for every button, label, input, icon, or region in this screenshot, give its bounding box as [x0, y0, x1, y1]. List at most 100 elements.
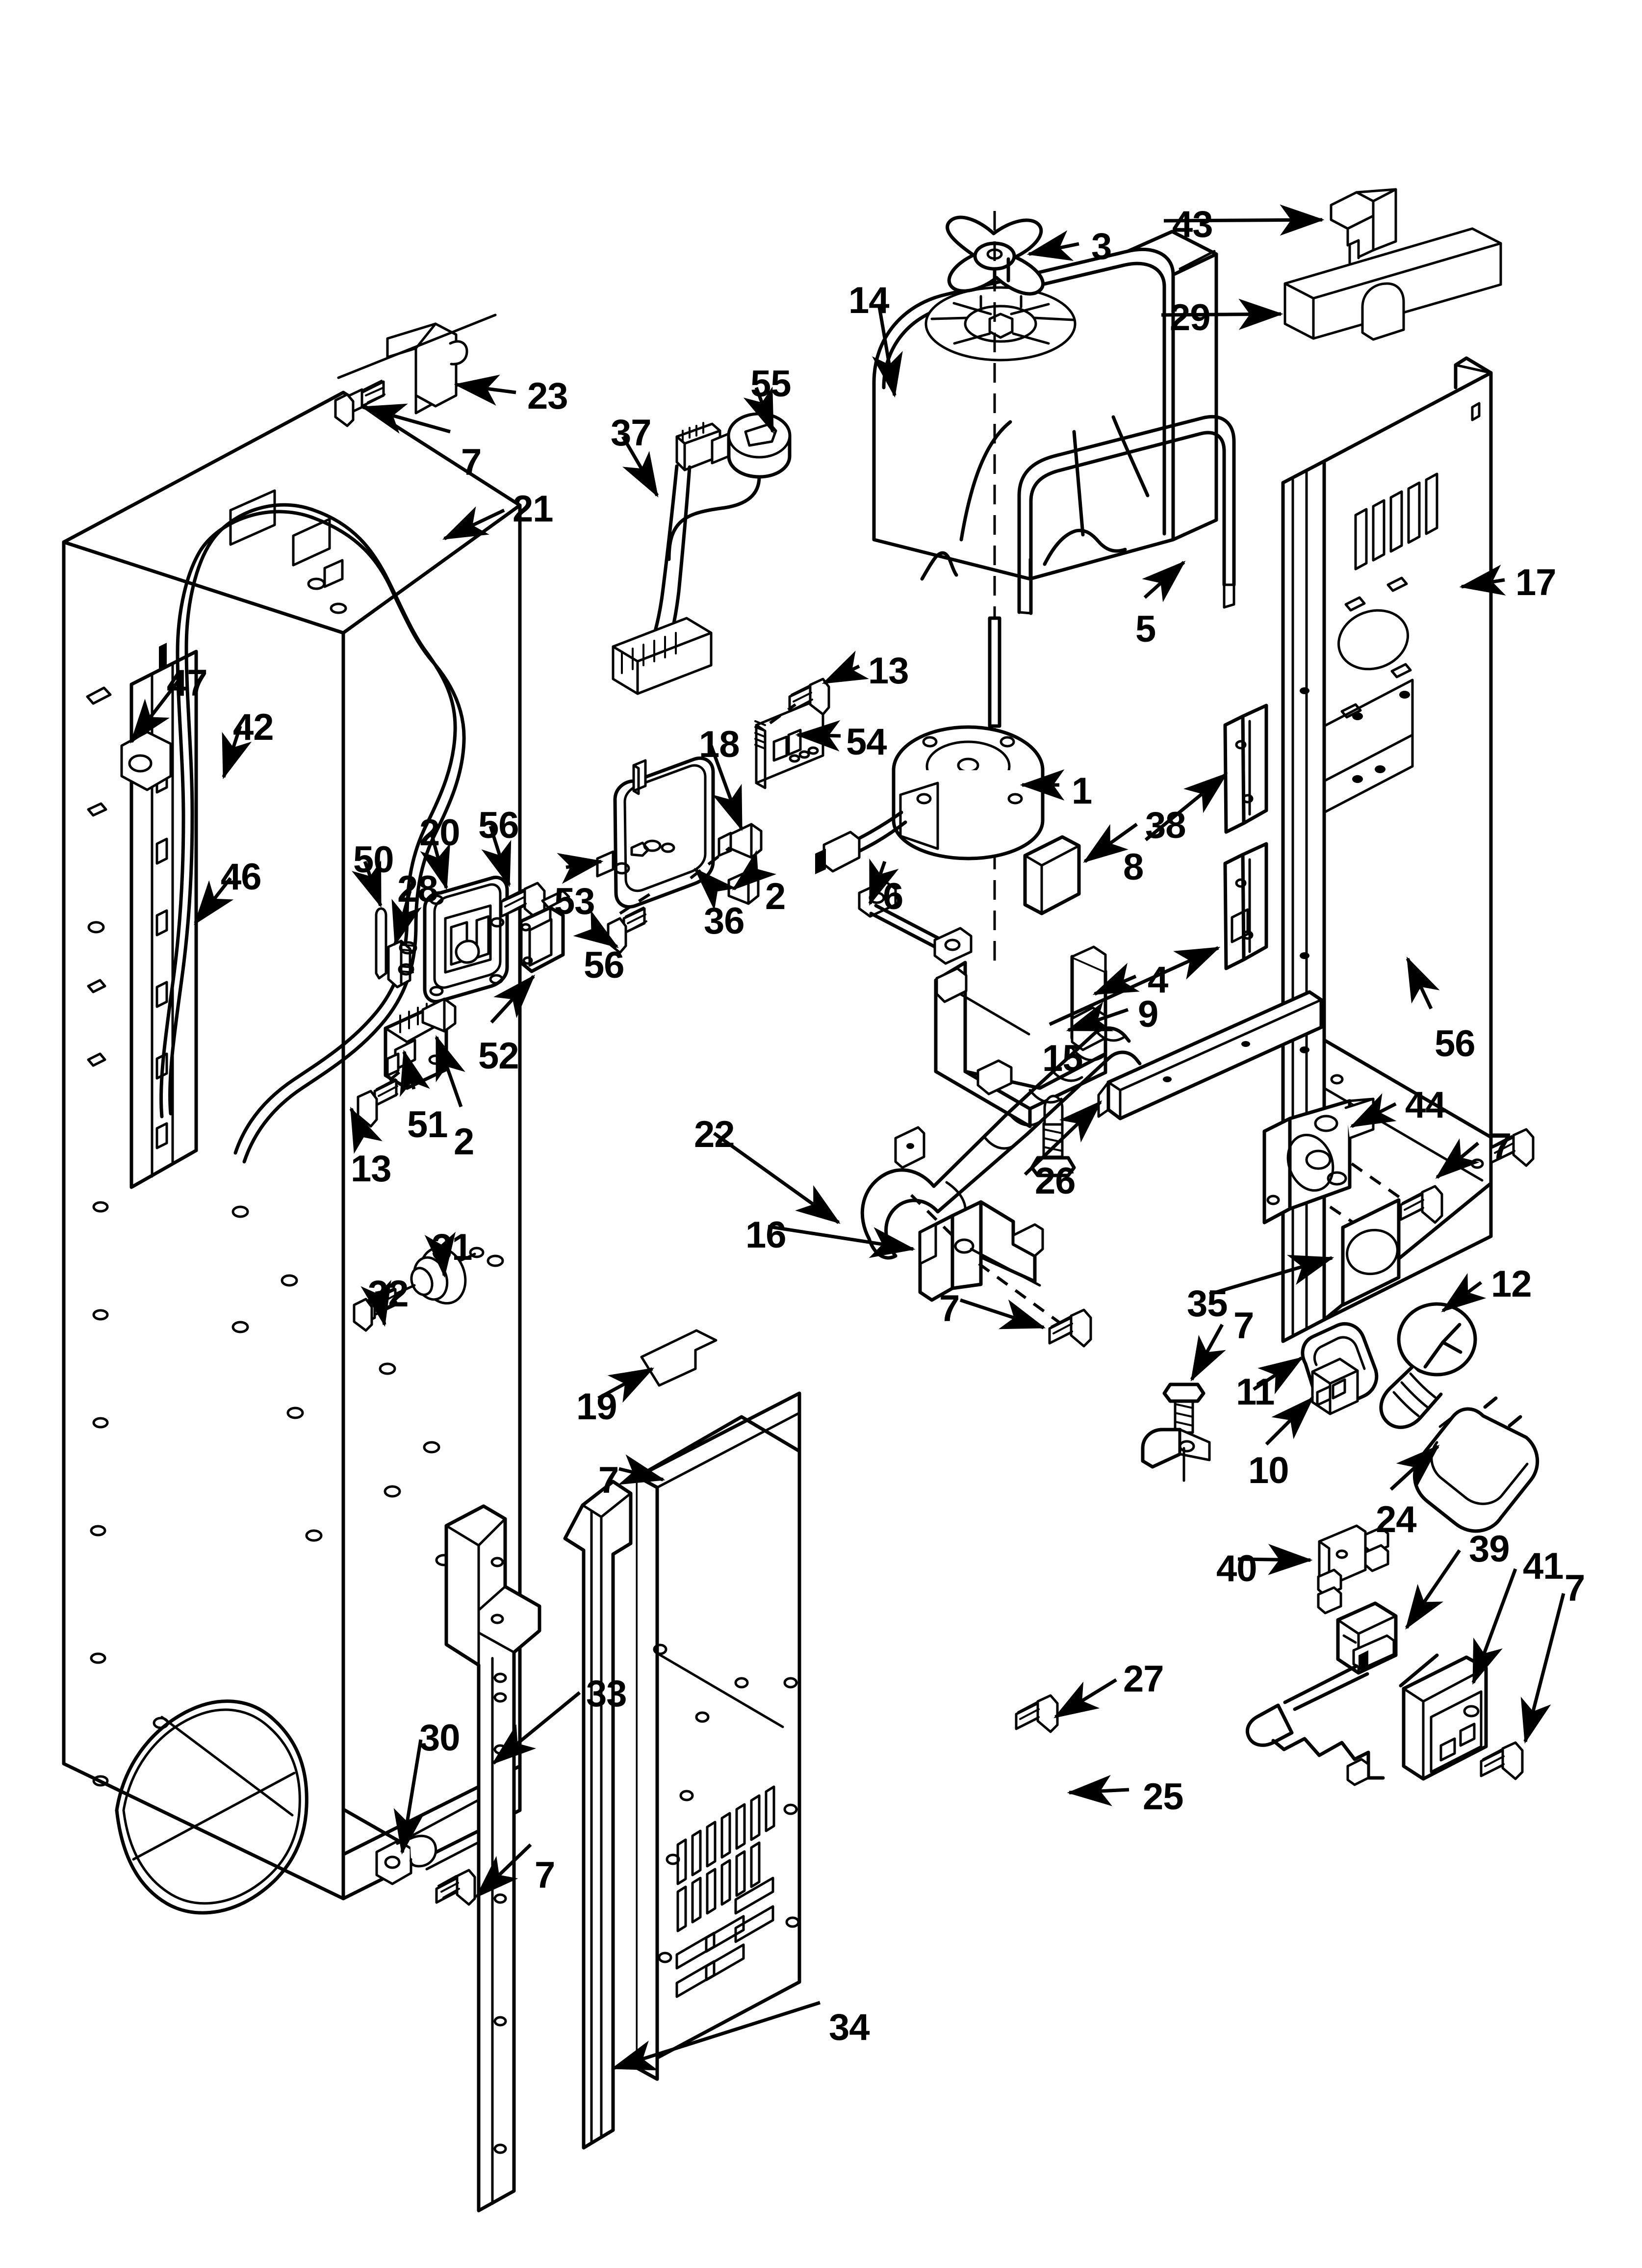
screw-7-bottom: [435, 1869, 476, 1906]
callout-41: 41: [1523, 1545, 1564, 1587]
screw-7-top: [334, 380, 385, 427]
screw-7-relay: [1480, 1741, 1524, 1780]
callout-31: 31: [432, 1226, 473, 1268]
callout-16: 16: [745, 1214, 787, 1256]
callout-9: 9: [1138, 993, 1158, 1035]
clip-30: [375, 1834, 437, 1885]
bracket-23: [334, 313, 497, 427]
callout-3: 3: [1091, 226, 1112, 267]
clip-8: [1223, 704, 1268, 834]
end-cap-52: [519, 889, 570, 973]
callout-55: 55: [750, 363, 792, 405]
lens-24: [1412, 1396, 1539, 1533]
pin-50: [375, 907, 387, 980]
callout-13-a: 13: [868, 650, 909, 692]
callout-20: 20: [419, 812, 461, 854]
callout-39: 39: [1469, 1528, 1510, 1570]
bulb-12: [1379, 1302, 1477, 1429]
cabinet-assembly: [62, 391, 522, 1915]
screw-7-clamp: [1141, 1382, 1211, 1482]
bracket-16: [910, 1194, 1063, 1326]
callout-7-e: 7: [598, 1460, 619, 1501]
callout-44: 44: [1405, 1084, 1446, 1126]
fan-blade-3: [946, 215, 1045, 296]
callout-56-b: 56: [584, 944, 625, 986]
callout-13-b: 13: [351, 1148, 392, 1190]
callout-19: 19: [576, 1386, 617, 1428]
callout-7-d: 7: [1233, 1305, 1254, 1347]
retainer-clip-28: [387, 939, 417, 989]
callout-17: 17: [1515, 562, 1557, 603]
callout-18: 18: [699, 724, 740, 765]
callout-7-g: 7: [535, 1854, 555, 1896]
screw-56-right: [1489, 1128, 1535, 1167]
drain-tube-5: [1017, 415, 1236, 615]
callout-15: 15: [1042, 1038, 1083, 1079]
callout-1: 1: [1072, 770, 1092, 812]
callout-2-a: 2: [765, 876, 786, 917]
grille-panel-25: [636, 1391, 801, 2081]
connector-39: [1246, 1601, 1398, 1747]
callout-12: 12: [1491, 1263, 1532, 1305]
drip-trough-26: [1097, 990, 1323, 1121]
terminal-40: [1317, 1524, 1389, 1615]
relay-41: [1271, 1653, 1488, 1786]
callout-14: 14: [848, 280, 890, 321]
callout-51: 51: [407, 1104, 448, 1146]
callout-25: 25: [1143, 1776, 1184, 1818]
callout-56-a: 56: [478, 805, 519, 846]
callout-22: 22: [694, 1114, 735, 1155]
rail-29: [1283, 227, 1502, 341]
callout-42: 42: [233, 706, 274, 748]
fan-shroud-14: [872, 230, 1218, 581]
bushing-2-lower: [421, 997, 457, 1033]
callout-47: 47: [167, 662, 208, 704]
callout-4: 4: [1148, 959, 1168, 1001]
callout-43: 43: [1172, 204, 1213, 245]
callout-24: 24: [1376, 1499, 1417, 1540]
callout-35: 35: [1187, 1283, 1228, 1325]
drain-hose-22: [860, 1026, 1142, 1260]
callout-34: 34: [829, 2007, 870, 2048]
screw-7-bracket44: [1399, 1185, 1443, 1224]
fan-motor-1: [815, 616, 1045, 874]
callout-8: 8: [1123, 846, 1144, 888]
callout-52: 52: [478, 1035, 519, 1077]
callout-2-b: 2: [454, 1121, 474, 1163]
screw-13-lower: [357, 1078, 398, 1128]
callout-40: 40: [1216, 1548, 1257, 1590]
clip-43: [1330, 188, 1397, 264]
callout-11: 11: [1236, 1371, 1275, 1413]
callout-21: 21: [513, 488, 554, 530]
pad-38: [1023, 835, 1081, 915]
door-stile-33: [444, 1504, 541, 2213]
callout-7-c: 7: [939, 1288, 960, 1330]
callout-30: 30: [419, 1717, 461, 1759]
callout-7-f: 7: [1565, 1567, 1585, 1609]
clip-15: [1223, 842, 1268, 970]
callout-6: 6: [883, 876, 903, 917]
callout-7-a: 7: [461, 442, 482, 483]
callout-27: 27: [1123, 1658, 1164, 1700]
callout-7-b: 7: [1491, 1126, 1512, 1168]
callout-38: 38: [1145, 805, 1186, 846]
clamp-11: [1301, 1322, 1379, 1415]
callout-36: 36: [704, 900, 745, 942]
callout-46: 46: [221, 856, 262, 898]
callout-28: 28: [397, 868, 438, 910]
callout-5: 5: [1135, 608, 1156, 650]
callout-50: 50: [353, 839, 394, 881]
insulation-19: [640, 1329, 718, 1387]
callout-26: 26: [1035, 1160, 1076, 1202]
callout-37: 37: [611, 412, 652, 454]
strap-6: [858, 880, 973, 965]
callout-23: 23: [527, 375, 568, 417]
callout-53: 53: [554, 881, 595, 922]
callout-56-c: 56: [1435, 1023, 1476, 1065]
screw-27: [1015, 1694, 1059, 1733]
callout-54: 54: [846, 721, 887, 763]
callout-29: 29: [1170, 297, 1211, 339]
harness-37: [612, 412, 792, 695]
